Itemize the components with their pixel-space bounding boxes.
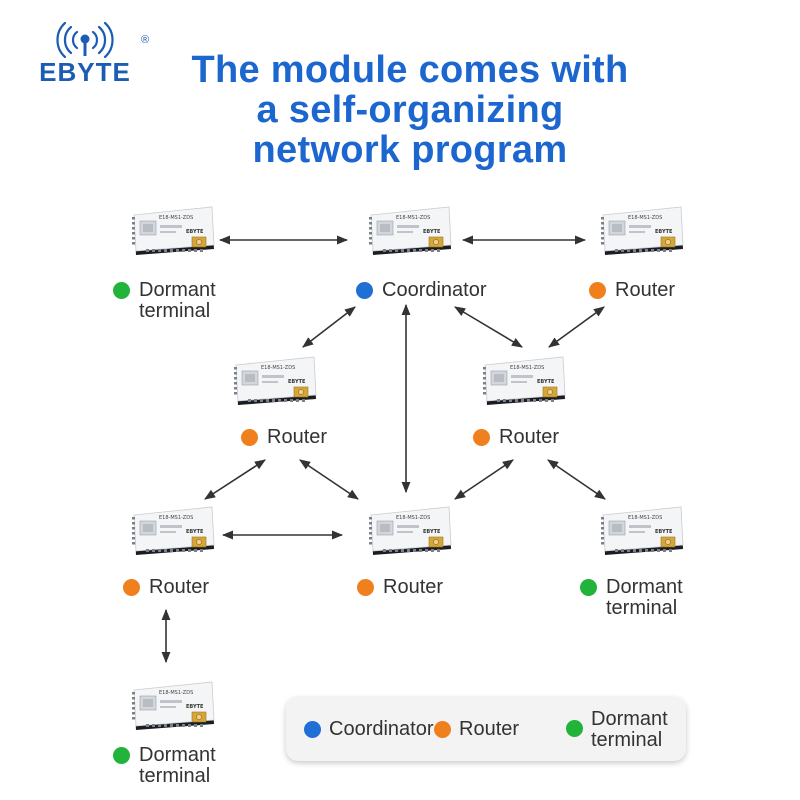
module-model-text: E18-MS1-ZDS <box>628 215 662 221</box>
node-label-line: Router <box>383 576 444 598</box>
dormant-dot-icon <box>113 282 130 299</box>
module-model-text: E18-MS1-ZDS <box>159 690 193 696</box>
node-label-tr: Router <box>589 280 675 301</box>
node-label-text: Router <box>615 280 675 301</box>
legend-item-dormant: Dormant terminal <box>566 709 668 751</box>
coordinator-dot-icon <box>356 282 373 299</box>
legend-item-coordinator: Coordinator <box>304 719 434 740</box>
node-label-text: Router <box>267 427 327 448</box>
registered-mark: ® <box>141 34 150 46</box>
legend-label-dormant-line1: Dormant <box>591 708 668 730</box>
title-line-2: a self-organizing <box>256 89 564 131</box>
title-line-1: The module comes with <box>191 49 629 91</box>
router-dot-icon <box>357 579 374 596</box>
module-brand-text: EBYTE <box>186 704 204 710</box>
module-model-text: E18-MS1-ZDS <box>396 215 430 221</box>
module-brand-text: EBYTE <box>537 379 555 385</box>
router-dot-icon <box>123 579 140 596</box>
module-brand-text: EBYTE <box>288 379 306 385</box>
module-image-bl: E18-MS1-ZDS EBYTE <box>130 505 216 559</box>
node-label-text: Router <box>383 577 443 598</box>
module-image-br: E18-MS1-ZDS EBYTE <box>599 505 685 559</box>
module-brand-text: EBYTE <box>423 529 441 535</box>
node-label-line: Dormant <box>606 576 683 598</box>
module-image-bc: E18-MS1-ZDS EBYTE <box>367 505 453 559</box>
node-label-line: Router <box>149 576 210 598</box>
legend-label-dormant: Dormant terminal <box>591 709 668 751</box>
node-label-line: Coordinator <box>382 279 487 301</box>
ebyte-logo: ® EBYTE <box>30 18 150 88</box>
node-label-bc: Router <box>357 577 443 598</box>
legend: Coordinator Router Dormant terminal <box>286 697 686 761</box>
node-label-line: terminal <box>139 300 211 322</box>
brand-name: EBYTE <box>39 57 131 87</box>
node-label-text: Router <box>499 427 559 448</box>
node-label-line: Router <box>499 426 560 448</box>
node-label-line: Router <box>615 279 676 301</box>
router-dot-icon <box>241 429 258 446</box>
title-line-3: network program <box>252 129 568 171</box>
module-image-ml: E18-MS1-ZDS EBYTE <box>232 355 318 409</box>
module-image-tl: E18-MS1-ZDS EBYTE <box>130 205 216 259</box>
node-label-line: terminal <box>606 597 678 619</box>
node-label-text: Coordinator <box>382 280 487 301</box>
module-brand-text: EBYTE <box>186 529 204 535</box>
router-dot-icon <box>473 429 490 446</box>
module-image-tc: E18-MS1-ZDS EBYTE <box>367 205 453 259</box>
link-arrow-mr-br <box>547 459 606 500</box>
link-arrow-mr-bc <box>454 459 514 500</box>
node-label-line: Dormant <box>139 279 216 301</box>
node-label-line: Router <box>267 426 328 448</box>
link-arrow-ml-bc <box>299 459 359 500</box>
module-model-text: E18-MS1-ZDS <box>510 365 544 371</box>
module-brand-text: EBYTE <box>655 529 673 535</box>
legend-label-router: Router <box>459 718 520 740</box>
module-brand-text: EBYTE <box>186 229 204 235</box>
link-arrow-ml-bl <box>204 459 266 500</box>
module-image-mr: E18-MS1-ZDS EBYTE <box>481 355 567 409</box>
legend-label-coordinator: Coordinator <box>329 718 434 740</box>
dormant-dot-icon <box>566 720 583 737</box>
coordinator-dot-icon <box>304 721 321 738</box>
page-title: The module comes with a self-organizing … <box>150 50 670 170</box>
wireless-signal-icon <box>56 21 114 58</box>
router-dot-icon <box>589 282 606 299</box>
module-brand-text: EBYTE <box>655 229 673 235</box>
link-arrow-tc-ml <box>302 306 356 348</box>
module-image-bot: E18-MS1-ZDS EBYTE <box>130 680 216 734</box>
router-dot-icon <box>434 721 451 738</box>
node-label-line: Dormant <box>139 744 216 766</box>
module-model-text: E18-MS1-ZDS <box>159 515 193 521</box>
link-arrow-tc-mr <box>454 306 523 348</box>
dormant-dot-icon <box>580 579 597 596</box>
module-brand-text: EBYTE <box>423 229 441 235</box>
node-label-mr: Router <box>473 427 559 448</box>
node-label-text: Router <box>149 577 209 598</box>
module-model-text: E18-MS1-ZDS <box>261 365 295 371</box>
node-label-tc: Coordinator <box>356 280 487 301</box>
module-model-text: E18-MS1-ZDS <box>628 515 662 521</box>
dormant-dot-icon <box>113 747 130 764</box>
module-model-text: E18-MS1-ZDS <box>396 515 430 521</box>
module-model-text: E18-MS1-ZDS <box>159 215 193 221</box>
legend-label-dormant-line2: terminal <box>591 729 663 751</box>
module-image-tr: E18-MS1-ZDS EBYTE <box>599 205 685 259</box>
node-label-bl: Router <box>123 577 209 598</box>
legend-item-router: Router <box>434 719 519 740</box>
node-label-ml: Router <box>241 427 327 448</box>
node-label-line: terminal <box>139 765 211 787</box>
link-arrow-tr-mr <box>548 306 605 348</box>
